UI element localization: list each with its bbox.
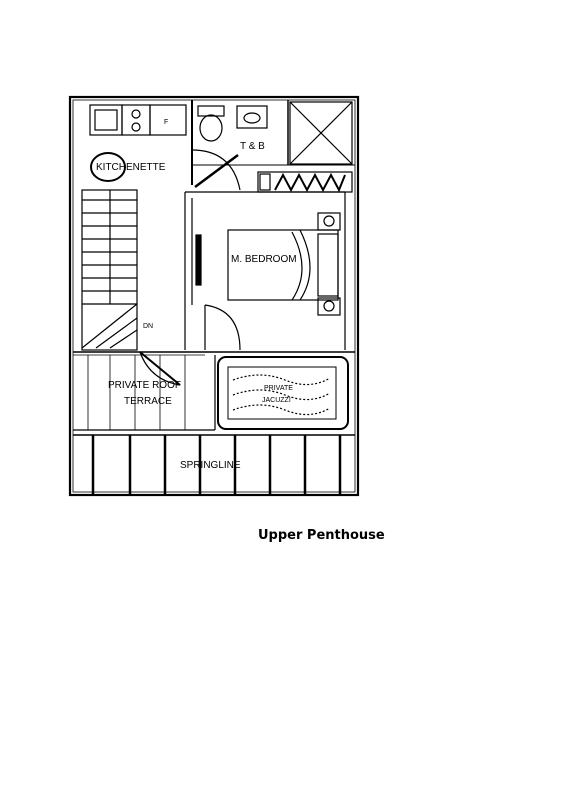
stair-dn-label: DN (143, 323, 153, 330)
staircase (81, 189, 138, 351)
toilet-icon (197, 105, 225, 117)
terrace-label-line1: PRIVATE ROOF (108, 380, 181, 391)
jacuzzi-label-line2: JACUZZI (262, 397, 291, 404)
fridge-label: F (164, 119, 168, 126)
terrace-door (139, 351, 181, 386)
kitchenette-label: KITCHENETTE (96, 162, 166, 173)
bedroom-door (204, 304, 241, 351)
tb-label: T & B (240, 141, 265, 152)
outer-wall (68, 95, 360, 497)
bedroom-label: M. BEDROOM (231, 254, 297, 265)
kitchen-counter (89, 104, 187, 136)
tb-door (191, 149, 241, 191)
fridge (149, 104, 187, 136)
kitchenette-table (90, 152, 126, 182)
wall-tv (195, 234, 202, 286)
bed (227, 212, 341, 316)
terrace-label-line2: TERRACE (124, 396, 172, 407)
jacuzzi-label-line1: PRIVATE (264, 385, 293, 392)
lavatory-icon (236, 105, 268, 129)
jacuzzi (217, 356, 349, 430)
plan-caption: Upper Penthouse (258, 528, 385, 543)
springline-label: SPRINGLINE (180, 460, 241, 471)
shower-icon (289, 101, 353, 165)
springline-posts (91, 435, 342, 495)
